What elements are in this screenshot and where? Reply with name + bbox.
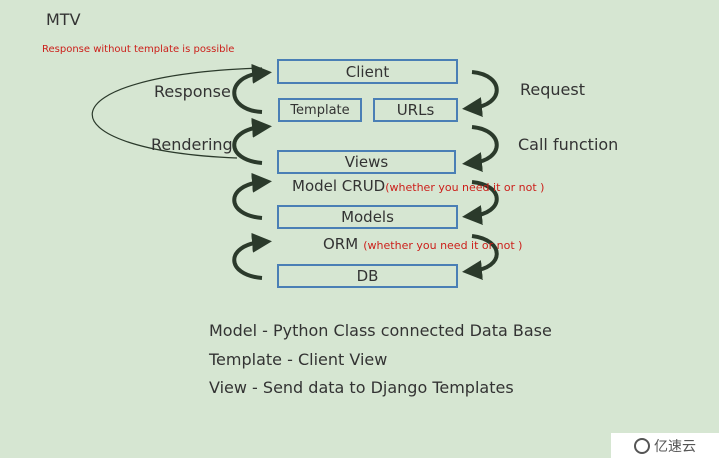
crud-arrow (462, 180, 499, 226)
diagram-title: MTV (46, 10, 81, 29)
request-arrow (462, 70, 499, 118)
rendering-arrow (232, 117, 272, 165)
client-box: Client (277, 59, 458, 84)
request-label: Request (520, 80, 585, 99)
response-label: Response (154, 82, 231, 101)
urls-box: URLs (373, 98, 458, 122)
views-box: Views (277, 150, 456, 174)
model-crud-label-group: Model CRUD(whether you need it or not ) (292, 176, 544, 195)
rendering-label: Rendering (151, 135, 233, 154)
call-function-label: Call function (518, 135, 619, 154)
orm-note: (whether you need it or not ) (363, 239, 523, 252)
orm-label: ORM (323, 235, 359, 253)
watermark-logo: 亿速云 (611, 433, 719, 458)
watermark-text: 亿速云 (654, 438, 696, 455)
model-crud-label: Model CRUD (292, 177, 386, 195)
models-box: Models (277, 205, 458, 229)
call-function-arrow (462, 125, 499, 173)
loop-arc (91, 67, 263, 159)
legend-model: Model - Python Class connected Data Base (209, 321, 552, 340)
note-response-without-template: Response without template is possible (42, 44, 235, 55)
db-box: DB (277, 264, 458, 288)
orm-arrow (462, 234, 499, 281)
model-crud-note: (whether you need it or not ) (385, 181, 545, 194)
models-up-arrow (232, 172, 272, 220)
legend-template: Template - Client View (209, 350, 388, 369)
response-arrow (232, 63, 272, 114)
orm-label-group: ORM (whether you need it or not ) (323, 234, 522, 253)
template-box: Template (278, 98, 362, 122)
legend-view: View - Send data to Django Templates (209, 378, 514, 397)
db-up-arrow (232, 232, 272, 280)
cloud-logo-icon (634, 437, 650, 454)
